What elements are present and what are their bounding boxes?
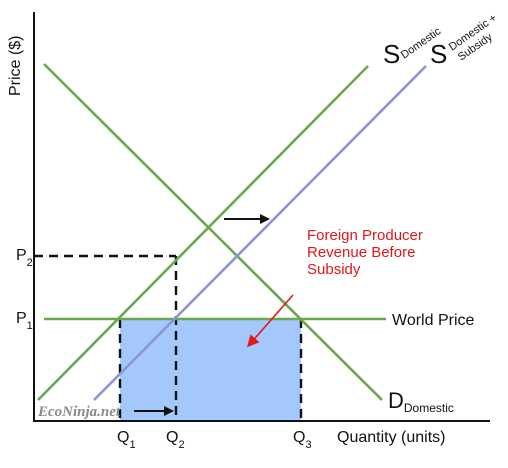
demand-domestic-label: DDomestic — [388, 388, 454, 415]
y-axis-label: Price ($) — [7, 36, 24, 96]
foreign-revenue-area — [120, 319, 301, 420]
world-price-label: World Price — [392, 312, 474, 329]
supply-subsidy-curve — [93, 65, 427, 401]
p2-label: P2 — [16, 247, 33, 269]
econinja-watermark: EcoNinja.net — [37, 404, 121, 420]
supply-subsidy-letter: S — [430, 39, 447, 69]
annotation-line-2: Revenue Before — [307, 244, 415, 261]
annotation-line-3: Subsidy — [307, 261, 361, 278]
annotation-arrow — [247, 294, 294, 348]
demand-domestic-curve — [43, 63, 383, 401]
q3-label: Q3 — [293, 429, 312, 451]
supply-domestic-curve — [37, 65, 369, 401]
annotation-line-1: Foreign Producer — [307, 227, 423, 244]
q1-label: Q1 — [117, 429, 136, 451]
supply-domestic-letter: S — [383, 39, 400, 69]
x-axis-label: Quantity (units) — [337, 429, 445, 446]
p1-label: P1 — [16, 310, 33, 332]
q2-label: Q2 — [166, 429, 185, 451]
